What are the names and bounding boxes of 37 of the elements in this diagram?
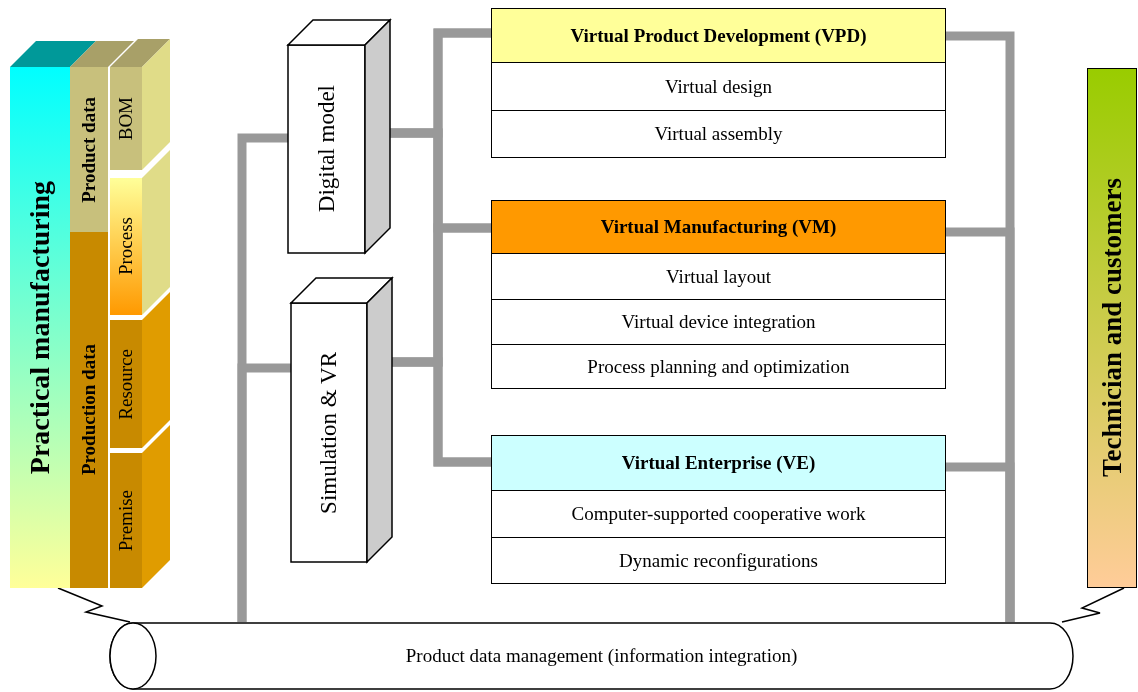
block-label: Production data [78, 344, 100, 476]
block-label: Premise [115, 489, 137, 552]
item-box [491, 490, 946, 538]
column-label: Technician and customers [1096, 178, 1128, 478]
item-text: Computer-supported cooperative work [571, 503, 866, 525]
block-label: Resource [115, 348, 137, 420]
heading-text: Virtual Product Development (VPD) [570, 24, 867, 47]
item-text: Process planning and optimization [587, 355, 850, 378]
item-text: Dynamic reconfigurations [619, 549, 818, 572]
block-label: Digital model [313, 85, 340, 213]
block-label: Process [115, 217, 137, 276]
header-box [491, 435, 946, 491]
item-box [491, 344, 946, 389]
connector-bar [946, 462, 1015, 622]
item-box [491, 299, 946, 345]
header-box [491, 200, 946, 254]
item-text: Virtual layout [666, 265, 771, 288]
pipe-label: Product data management (information integration) [405, 645, 798, 667]
connector-bar [392, 357, 491, 467]
header-box [491, 8, 946, 63]
lightning-connector [57, 587, 131, 623]
item-box [491, 62, 946, 111]
item-box [491, 537, 946, 584]
heading-text: Virtual Manufacturing (VM) [600, 216, 837, 238]
column-box [1087, 68, 1137, 588]
item-box [491, 253, 946, 300]
item-text: Virtual assembly [654, 123, 783, 145]
block-label: BOM [115, 96, 137, 141]
item-text: Virtual device integration [621, 311, 816, 333]
block-label: Practical manufacturing [24, 180, 56, 475]
item-box [491, 110, 946, 158]
block-label: Product data [78, 96, 100, 203]
lightning-connector [1061, 587, 1125, 623]
block-label: Simulation & VR [316, 351, 342, 514]
item-text: Virtual design [664, 75, 772, 98]
heading-text: Virtual Enterprise (VE) [621, 452, 816, 474]
connector-bar [237, 363, 291, 622]
